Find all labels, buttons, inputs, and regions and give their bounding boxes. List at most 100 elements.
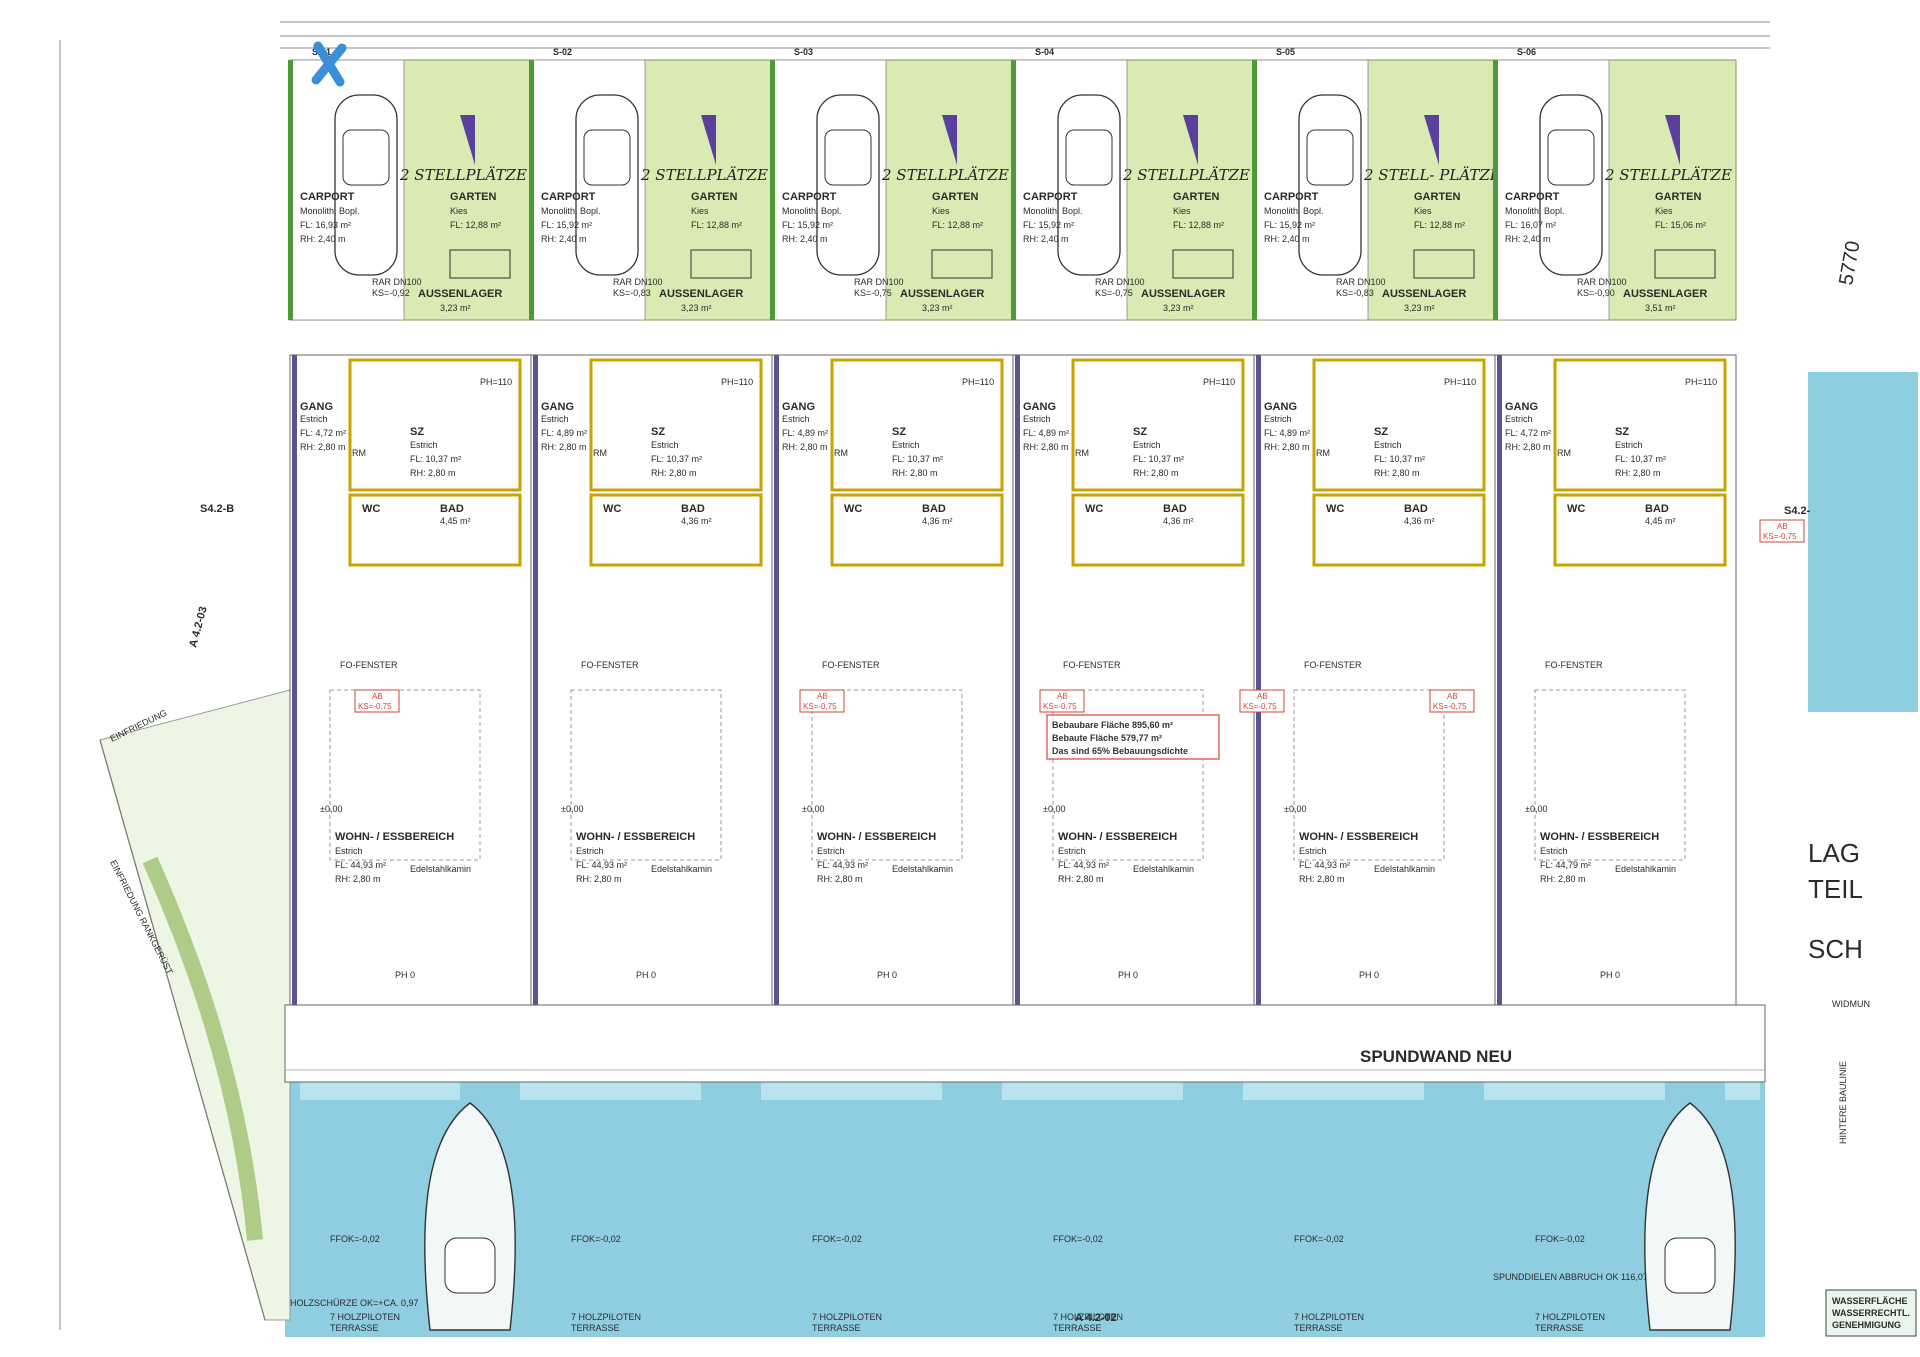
party-wall xyxy=(533,355,538,1005)
rar-label: RAR DN100 xyxy=(854,277,904,287)
unit-id-label: S-03 xyxy=(794,47,813,57)
ffok-label: FFOK=-0,02 xyxy=(571,1234,621,1244)
gang-height: RH: 2,80 m xyxy=(1505,442,1551,452)
holzpiloten-label: 7 HOLZPILOTEN xyxy=(1294,1312,1364,1322)
ab-label: AB xyxy=(817,692,828,701)
level-label: ±0,00 xyxy=(1284,804,1306,814)
gang-material: Estrich xyxy=(1505,414,1533,424)
bath-wall xyxy=(1553,493,1727,567)
dining-table-outline xyxy=(329,689,481,861)
wohn-height: RH: 2,80 m xyxy=(1058,874,1104,884)
lage-line-1: LAG xyxy=(1808,838,1860,868)
sz-area-value: FL: 10,37 m² xyxy=(410,454,461,464)
wc-label: WC xyxy=(362,503,380,515)
direction-marker xyxy=(460,115,475,165)
wasserflaeche-line-3: GENEHMIGUNG xyxy=(1832,1320,1901,1330)
garden-area-value: FL: 12,88 m² xyxy=(1173,220,1224,230)
gang-height: RH: 2,80 m xyxy=(782,442,828,452)
sz-label: SZ xyxy=(892,426,906,438)
boat-slip xyxy=(1424,1082,1484,1337)
gang-label: GANG xyxy=(782,401,815,413)
garden-area-value: FL: 12,88 m² xyxy=(932,220,983,230)
rm-label: RM xyxy=(1316,448,1330,458)
ab-marker xyxy=(799,689,845,713)
carport-material: Monolith. Bopl. xyxy=(541,206,601,216)
storage-area-value: 3,23 m² xyxy=(440,303,471,313)
garden-label: GARTEN xyxy=(1173,191,1220,203)
garden-wall xyxy=(770,60,775,320)
holzpiloten-label: 7 HOLZPILOTEN xyxy=(1053,1312,1123,1322)
wohn-area-value: FL: 44,93 m² xyxy=(335,860,386,870)
car-windshield xyxy=(1547,129,1595,186)
ks-label: KS=-0,83 xyxy=(613,288,651,298)
dining-table-outline xyxy=(1052,689,1204,861)
kamin-label: Edelstahlkamin xyxy=(651,864,712,874)
storage-label: AUSSENLAGER xyxy=(1141,288,1225,300)
water-area xyxy=(285,1082,1765,1337)
ffok-label: FFOK=-0,02 xyxy=(812,1234,862,1244)
fo-fenster-label: FO-FENSTER xyxy=(1545,660,1603,670)
car-windshield xyxy=(342,129,390,186)
wohn-material: Estrich xyxy=(817,846,845,856)
kamin-label: Edelstahlkamin xyxy=(892,864,953,874)
gang-height: RH: 2,80 m xyxy=(541,442,587,452)
ks-label: KS=-0,75 xyxy=(1095,288,1133,298)
terrasse-label: TERRASSE xyxy=(812,1323,861,1333)
carport-label: CARPORT xyxy=(541,191,596,203)
dining-table-outline xyxy=(1534,689,1686,861)
rm-label: RM xyxy=(1075,448,1089,458)
wohn-height: RH: 2,80 m xyxy=(335,874,381,884)
gang-area-value: FL: 4,72 m² xyxy=(300,428,346,438)
ab-label: AB xyxy=(1447,692,1458,701)
wohn-label: WOHN- / ESSBEREICH xyxy=(1540,831,1659,843)
house-block xyxy=(1494,354,1737,1006)
parking-note: 2 STELLPLÄTZE xyxy=(399,166,527,184)
carport-label: CARPORT xyxy=(1264,191,1319,203)
sz-height: RH: 2,80 m xyxy=(892,468,938,478)
sz-height: RH: 2,80 m xyxy=(1133,468,1179,478)
carport-material: Monolith. Bopl. xyxy=(1505,206,1565,216)
holzschuerze-label: HOLZSCHÜRZE OK=+CA. 0,97 xyxy=(290,1298,419,1308)
house-block xyxy=(289,354,532,1006)
ab-ks-label: KS=-0,75 xyxy=(358,702,392,711)
wohn-label: WOHN- / ESSBEREICH xyxy=(817,831,936,843)
ab-label: AB xyxy=(1777,522,1788,531)
unit-id-label: S-04 xyxy=(1035,47,1054,57)
rar-label: RAR DN100 xyxy=(1577,277,1627,287)
gang-material: Estrich xyxy=(1023,414,1051,424)
ffok-label: FFOK=-0,02 xyxy=(1535,1234,1585,1244)
bad-area-value: 4,45 m² xyxy=(1645,516,1676,526)
garden-material: Kies xyxy=(932,206,950,216)
wohn-height: RH: 2,80 m xyxy=(1299,874,1345,884)
lage-line-3: SCH xyxy=(1808,934,1863,964)
direction-marker xyxy=(1183,115,1198,165)
bebauung-line-1: Bebaubare Fläche 895,60 m² xyxy=(1052,720,1173,730)
ab-marker xyxy=(1039,689,1085,713)
gang-material: Estrich xyxy=(541,414,569,424)
sz-label: SZ xyxy=(1133,426,1147,438)
wohn-height: RH: 2,80 m xyxy=(576,874,622,884)
gang-material: Estrich xyxy=(782,414,810,424)
storage-box xyxy=(1654,249,1716,279)
terrasse-label: TERRASSE xyxy=(1053,1323,1102,1333)
level-label: ±0,00 xyxy=(320,804,342,814)
wasserflaeche-line-2: WASSERRECHTL. xyxy=(1832,1308,1910,1318)
dining-table-outline xyxy=(811,689,963,861)
storage-box xyxy=(690,249,752,279)
ab-ks-label: KS=-0,75 xyxy=(1433,702,1467,711)
gang-label: GANG xyxy=(1023,401,1056,413)
sz-material: Estrich xyxy=(1133,440,1161,450)
direction-marker xyxy=(1665,115,1680,165)
house-block xyxy=(530,354,773,1006)
bedroom-wall xyxy=(1312,358,1486,492)
ab-marker xyxy=(1239,689,1285,713)
bad-area-value: 4,36 m² xyxy=(1163,516,1194,526)
wasserflaeche-line-1: WASSERFLÄCHE xyxy=(1832,1296,1908,1306)
storage-box xyxy=(449,249,511,279)
gang-area-value: FL: 4,89 m² xyxy=(541,428,587,438)
garden-wall xyxy=(288,60,293,320)
bad-area-value: 4,36 m² xyxy=(681,516,712,526)
wohn-material: Estrich xyxy=(1299,846,1327,856)
holzpiloten-label: 7 HOLZPILOTEN xyxy=(1535,1312,1605,1322)
